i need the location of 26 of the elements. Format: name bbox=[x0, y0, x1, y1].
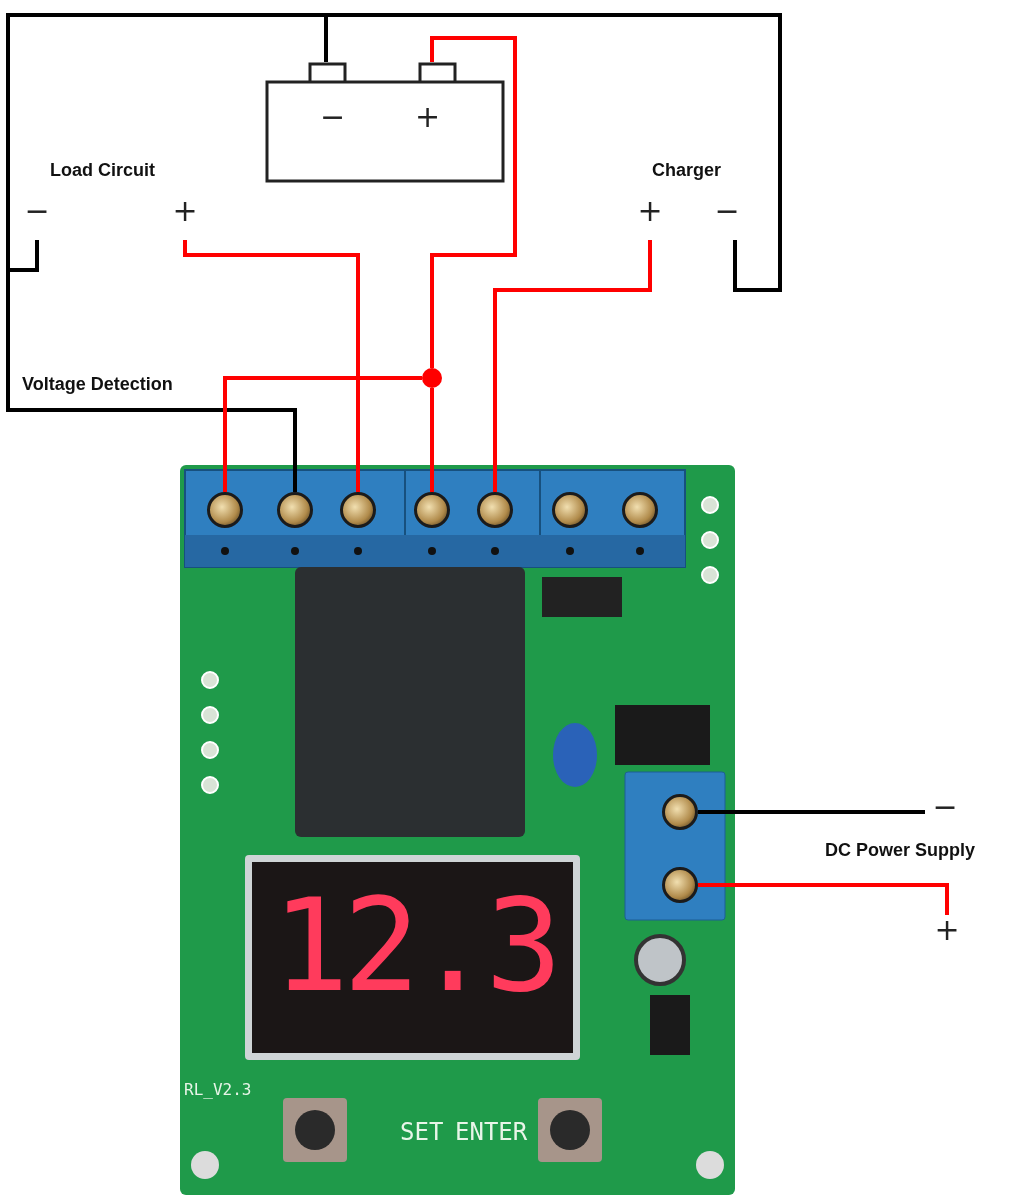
board-marking: RL_V2.3 bbox=[184, 1080, 252, 1099]
wire bbox=[698, 810, 925, 814]
polarity-sign: + bbox=[415, 102, 441, 132]
circuit-label: DC Power Supply bbox=[825, 840, 976, 861]
wire bbox=[698, 883, 949, 915]
wire bbox=[223, 376, 422, 492]
junction-dot bbox=[422, 368, 442, 388]
polarity-sign: − bbox=[320, 102, 346, 132]
polarity-sign: − bbox=[22, 196, 52, 240]
display-reading: 12.3 bbox=[272, 882, 557, 1010]
wire bbox=[430, 36, 517, 368]
polarity-sign: + bbox=[170, 196, 200, 240]
button-marking: SET bbox=[400, 1118, 444, 1146]
wire bbox=[183, 240, 360, 492]
wire bbox=[6, 240, 297, 492]
wire bbox=[430, 388, 434, 492]
polarity-sign: − bbox=[712, 196, 742, 240]
polarity-sign: + bbox=[925, 915, 969, 959]
wire bbox=[493, 240, 652, 492]
button-marking: ENTER bbox=[455, 1118, 528, 1146]
polarity-sign: − bbox=[925, 792, 965, 832]
circuit-label: Charger bbox=[652, 160, 722, 181]
circuit-label: Load Circuit bbox=[50, 160, 155, 181]
circuit-label: Voltage Detection bbox=[22, 374, 173, 395]
polarity-sign: + bbox=[635, 196, 665, 240]
wire bbox=[324, 13, 782, 292]
